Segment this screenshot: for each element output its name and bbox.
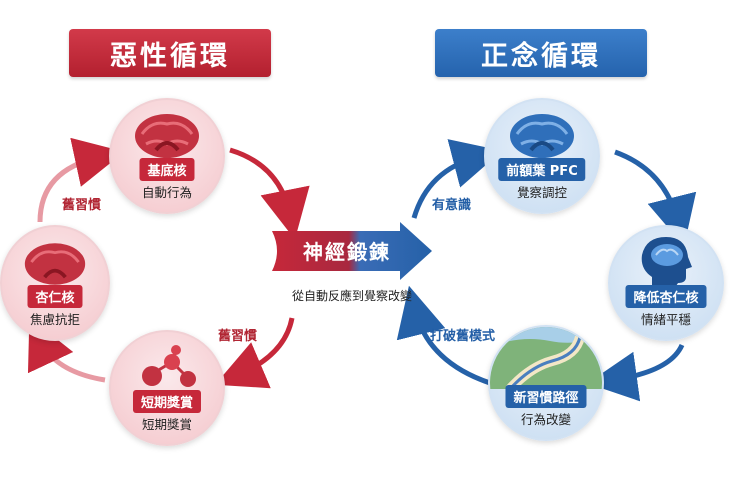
label-old-habit-left: 舊習慣 [62, 198, 102, 213]
label-conscious: 有意識 [432, 198, 472, 213]
arrow-center-to-pfc [411, 139, 503, 219]
path-landscape-icon [490, 327, 602, 389]
label-old-habit-bottom: 舊習慣 [218, 329, 258, 344]
node-pfc: 前額葉 PFC 覺察調控 [484, 98, 600, 214]
center-title: 神經鍛鍊 [303, 240, 391, 264]
brain-icon [111, 100, 223, 162]
node-title: 基底核 [139, 158, 195, 182]
node-lower-amygdala: 降低杏仁核 情緒平穩 [608, 225, 724, 341]
arrow-amygdala-to-path [587, 343, 685, 402]
node-title: 降低杏仁核 [625, 285, 707, 309]
center-arrow [272, 222, 432, 280]
brain-icon [2, 227, 108, 289]
arrow-pfc-to-amygdala [614, 149, 697, 247]
node-basal-ganglia: 基底核 自動行為 [109, 98, 225, 214]
node-title: 前額葉 PFC [498, 158, 586, 182]
arrow-center-to-reward [214, 317, 295, 389]
node-subtitle: 自動行為 [141, 184, 192, 200]
arrow-basal-to-center [229, 147, 310, 240]
virtuous-cycle-title: 正念循環 [435, 29, 647, 77]
node-subtitle: 覺察調控 [516, 184, 567, 200]
arrow-amygdala-to-basal [37, 137, 125, 223]
label-break-old-pattern: 打破舊模式 [430, 329, 496, 344]
center-subtitle: 從自動反應到覺察改變 [291, 289, 412, 303]
node-title: 短期獎賞 [132, 390, 202, 414]
node-title: 新習慣路徑 [505, 385, 587, 409]
node-title: 杏仁核 [27, 285, 83, 309]
node-subtitle: 焦慮抗拒 [29, 311, 80, 327]
node-short-reward: 短期獎賞 短期獎賞 [109, 330, 225, 446]
arrow-reward-to-amygdala [27, 317, 106, 383]
arrow-path-to-center [396, 285, 491, 386]
head-brain-icon [610, 227, 722, 289]
vicious-cycle-title: 惡性循環 [69, 29, 271, 77]
node-subtitle: 短期獎賞 [141, 416, 192, 432]
node-subtitle: 情緒平穩 [640, 311, 691, 327]
node-subtitle: 行為改變 [520, 411, 571, 427]
brain-icon [486, 100, 598, 162]
node-new-habit-path: 新習慣路徑 行為改變 [488, 325, 604, 441]
node-amygdala-red: 杏仁核 焦慮抗拒 [0, 225, 110, 341]
molecule-icon [111, 332, 223, 394]
